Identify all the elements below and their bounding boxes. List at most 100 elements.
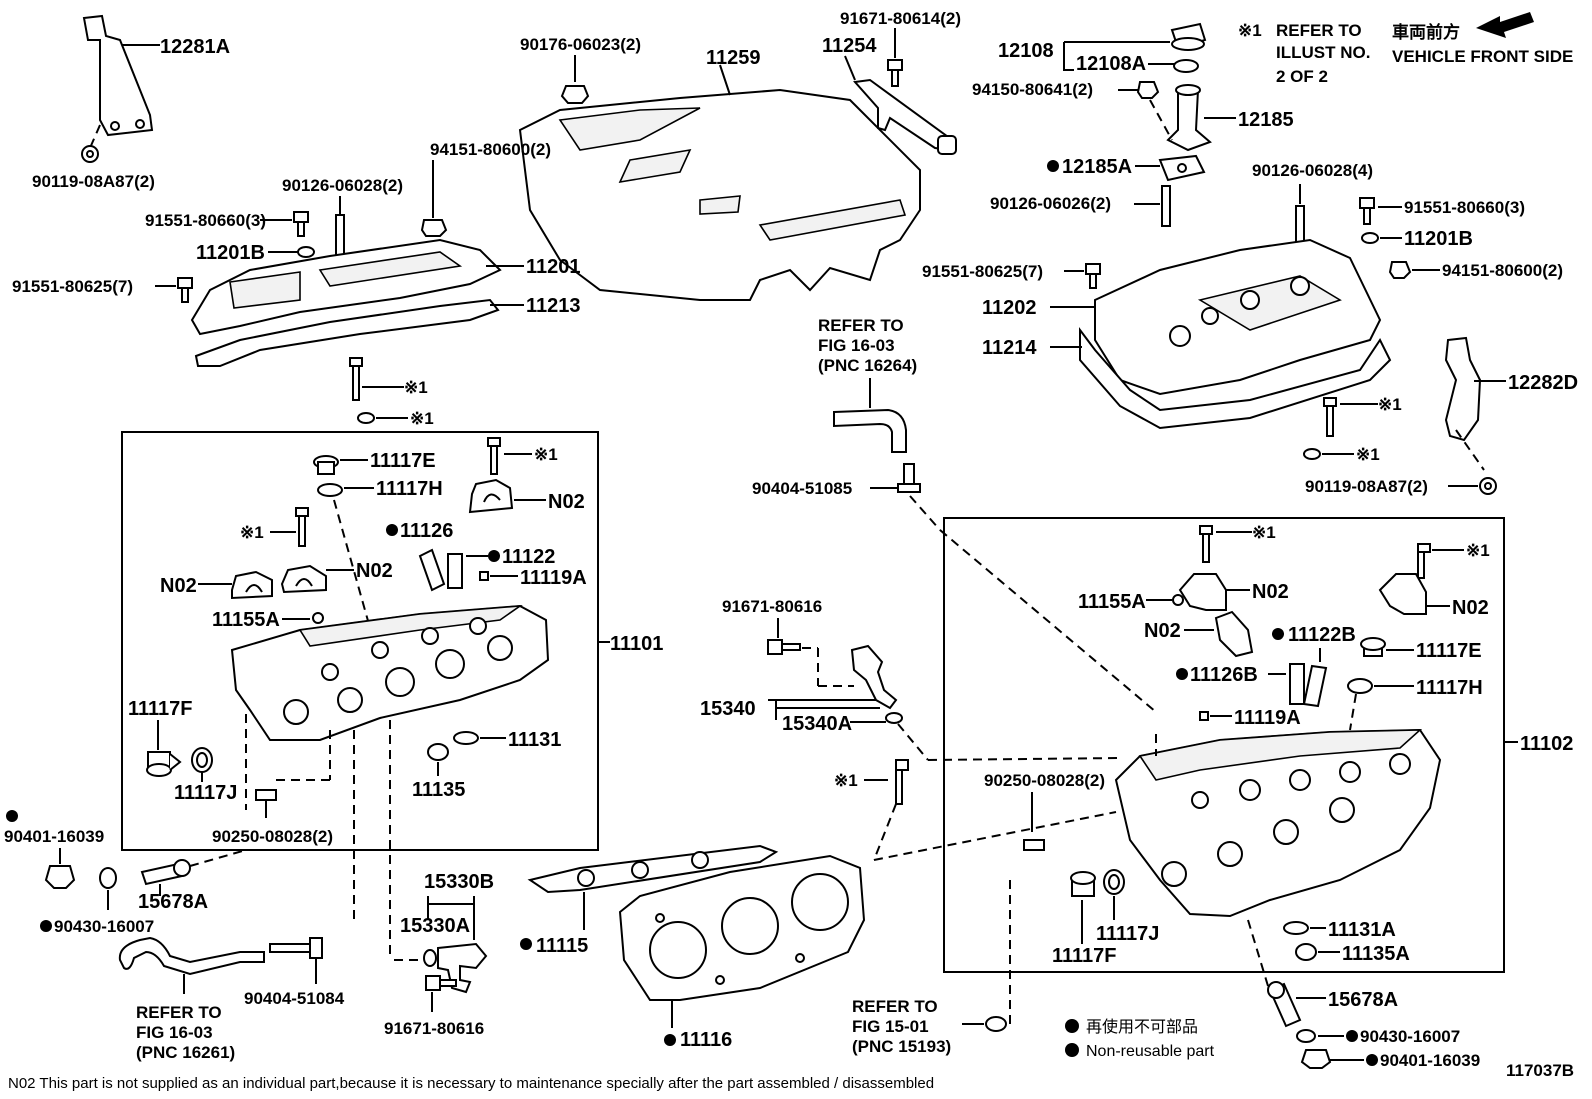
bearing-cap-N02-e xyxy=(1378,573,1427,615)
plug-11117E-left xyxy=(313,455,339,475)
seal-11135A xyxy=(1295,943,1317,961)
bolt-90404-51085 xyxy=(897,463,921,493)
label-11117F-right: 11117F xyxy=(1052,945,1117,967)
note-ref1-text1: REFER TO xyxy=(1276,21,1362,40)
bolt-x1-right-cover xyxy=(1323,397,1337,437)
label-11117F-left: 11117F xyxy=(128,698,193,720)
label-11135: 11135 xyxy=(412,779,465,801)
engine-cover-11259 xyxy=(518,88,921,301)
ref-16264-line2: FIG 16-03 xyxy=(818,336,895,355)
ref-16261-line2: FIG 16-03 xyxy=(136,1023,213,1042)
label-11117E-right: 11117E xyxy=(1416,640,1482,662)
label-11155A-left: 11155A xyxy=(212,609,280,631)
label-11117E-left: 11117E xyxy=(370,450,436,472)
nut-90176 xyxy=(560,85,590,104)
note-ref1-line1: ※1 xyxy=(1238,21,1262,40)
gasket-90430-left xyxy=(99,867,117,889)
nut-94151-right xyxy=(1388,261,1412,279)
mark-x1-d: ※1 xyxy=(410,409,434,428)
label-11102: 11102 xyxy=(1520,733,1573,755)
bolt-90404-51084 xyxy=(269,937,323,959)
ref-16261-line1: REFER TO xyxy=(136,1003,222,1022)
seal-11135 xyxy=(427,743,449,761)
legend-en: Non-reusable part xyxy=(1086,1043,1215,1060)
gasket-90430-right xyxy=(1296,1029,1316,1043)
plug-11117E-right xyxy=(1360,637,1386,657)
gasket-12108A xyxy=(1173,59,1199,73)
bolt-91671-80616-bottom xyxy=(425,975,457,991)
label-12185A: 12185A xyxy=(1062,156,1132,178)
gasket-11117H-left xyxy=(317,483,343,497)
pin-90250-right xyxy=(1023,839,1045,851)
label-91551-80660-right: 91551-80660(3) xyxy=(1404,198,1525,217)
cylinder-head-11102 xyxy=(1114,728,1442,918)
mark-x1-c: ※1 xyxy=(404,378,428,397)
bolt-91671-80614 xyxy=(887,59,903,87)
label-11116: 11116 xyxy=(680,1029,732,1051)
legend-jp: 再使用不可部品 xyxy=(1086,1018,1198,1036)
label-15340: 15340 xyxy=(700,698,756,720)
bearing-cap-N02-c xyxy=(280,564,327,594)
label-91551-80660-left: 91551-80660(3) xyxy=(145,211,266,230)
head-gasket-11115 xyxy=(527,844,779,894)
bearing-cap-N02-b xyxy=(231,570,273,600)
label-12108A: 12108A xyxy=(1076,53,1146,75)
mark-x1-b: ※1 xyxy=(1356,445,1380,464)
valve-cover-11202 xyxy=(1094,238,1382,396)
oil-filler-pipe-12185 xyxy=(1166,84,1212,152)
ref-16264-line1: REFER TO xyxy=(818,316,904,335)
washer-x1-right-cover xyxy=(1303,448,1321,460)
label-12108: 12108 xyxy=(998,40,1054,62)
ref-16261-line3: (PNC 16261) xyxy=(136,1043,235,1062)
label-15678A-right: 15678A xyxy=(1328,989,1398,1011)
nonreusable-dot xyxy=(386,524,398,536)
seal-11155A-right xyxy=(1172,594,1184,606)
mark-x1-i: ※1 xyxy=(1466,541,1490,560)
nonreusable-dot xyxy=(40,920,52,932)
label-11201B-left: 11201B xyxy=(196,242,265,264)
footnote: N02 This part is not supplied as an indi… xyxy=(8,1075,934,1092)
gasket-11117J-right xyxy=(1103,869,1125,895)
valve-15340 xyxy=(850,644,898,710)
nonreusable-dot xyxy=(1346,1030,1358,1042)
label-94150-80641: 94150-80641(2) xyxy=(972,80,1093,99)
bolt-x1-box-left-mid xyxy=(295,507,309,547)
plug-90401-right xyxy=(1300,1049,1332,1069)
label-91551-80625-right: 91551-80625(7) xyxy=(922,262,1043,281)
nonreusable-dot xyxy=(1047,160,1059,172)
note-ref1-text3: 2 OF 2 xyxy=(1276,67,1328,86)
label-91671-80616-bottom: 91671-80616 xyxy=(384,1019,484,1038)
hose-16261 xyxy=(118,936,265,976)
mark-x1-a: ※1 xyxy=(1378,395,1402,414)
valve-guide-11126B xyxy=(1289,663,1305,705)
label-91671-80614: 91671-80614(2) xyxy=(840,9,961,28)
ref-16264-line3: (PNC 16264) xyxy=(818,356,917,375)
nonreusable-dot xyxy=(664,1034,676,1046)
label-12282D: 12282D xyxy=(1508,372,1578,394)
bearing-cap-N02-a xyxy=(468,478,514,514)
bolt-x1-left-cover xyxy=(349,357,363,401)
nonreusable-dot xyxy=(1272,628,1284,640)
plug-11117F-right xyxy=(1070,871,1096,897)
bracket-12281A xyxy=(82,14,154,137)
bolt-91551-80660-left xyxy=(293,211,309,237)
washer-11201B-right xyxy=(1361,232,1379,244)
label-11155A-right: 11155A xyxy=(1078,591,1146,613)
stud-90126-06028-right xyxy=(1295,205,1305,243)
valve-cover-11201 xyxy=(190,238,502,336)
label-90401-16039-right: 90401-16039 xyxy=(1380,1051,1480,1070)
seal-11155A-left xyxy=(312,612,324,624)
washer-11201B-left xyxy=(297,246,315,258)
bolt-90119-right xyxy=(1479,477,1497,495)
bolt-x1-center xyxy=(895,759,909,805)
label-N02-b: N02 xyxy=(160,575,197,597)
label-11131: 11131 xyxy=(508,729,561,751)
label-91551-80625-left: 91551-80625(7) xyxy=(12,277,133,296)
plug-15678A-right xyxy=(1267,981,1302,1028)
label-N02-d: N02 xyxy=(1252,581,1289,603)
stud-90126-06026 xyxy=(1161,185,1171,227)
ring-11119A-right xyxy=(1199,711,1209,721)
bolt-91551-80660-right xyxy=(1359,197,1375,225)
label-11126B: 11126B xyxy=(1190,664,1258,686)
nonreusable-dot xyxy=(520,938,532,950)
